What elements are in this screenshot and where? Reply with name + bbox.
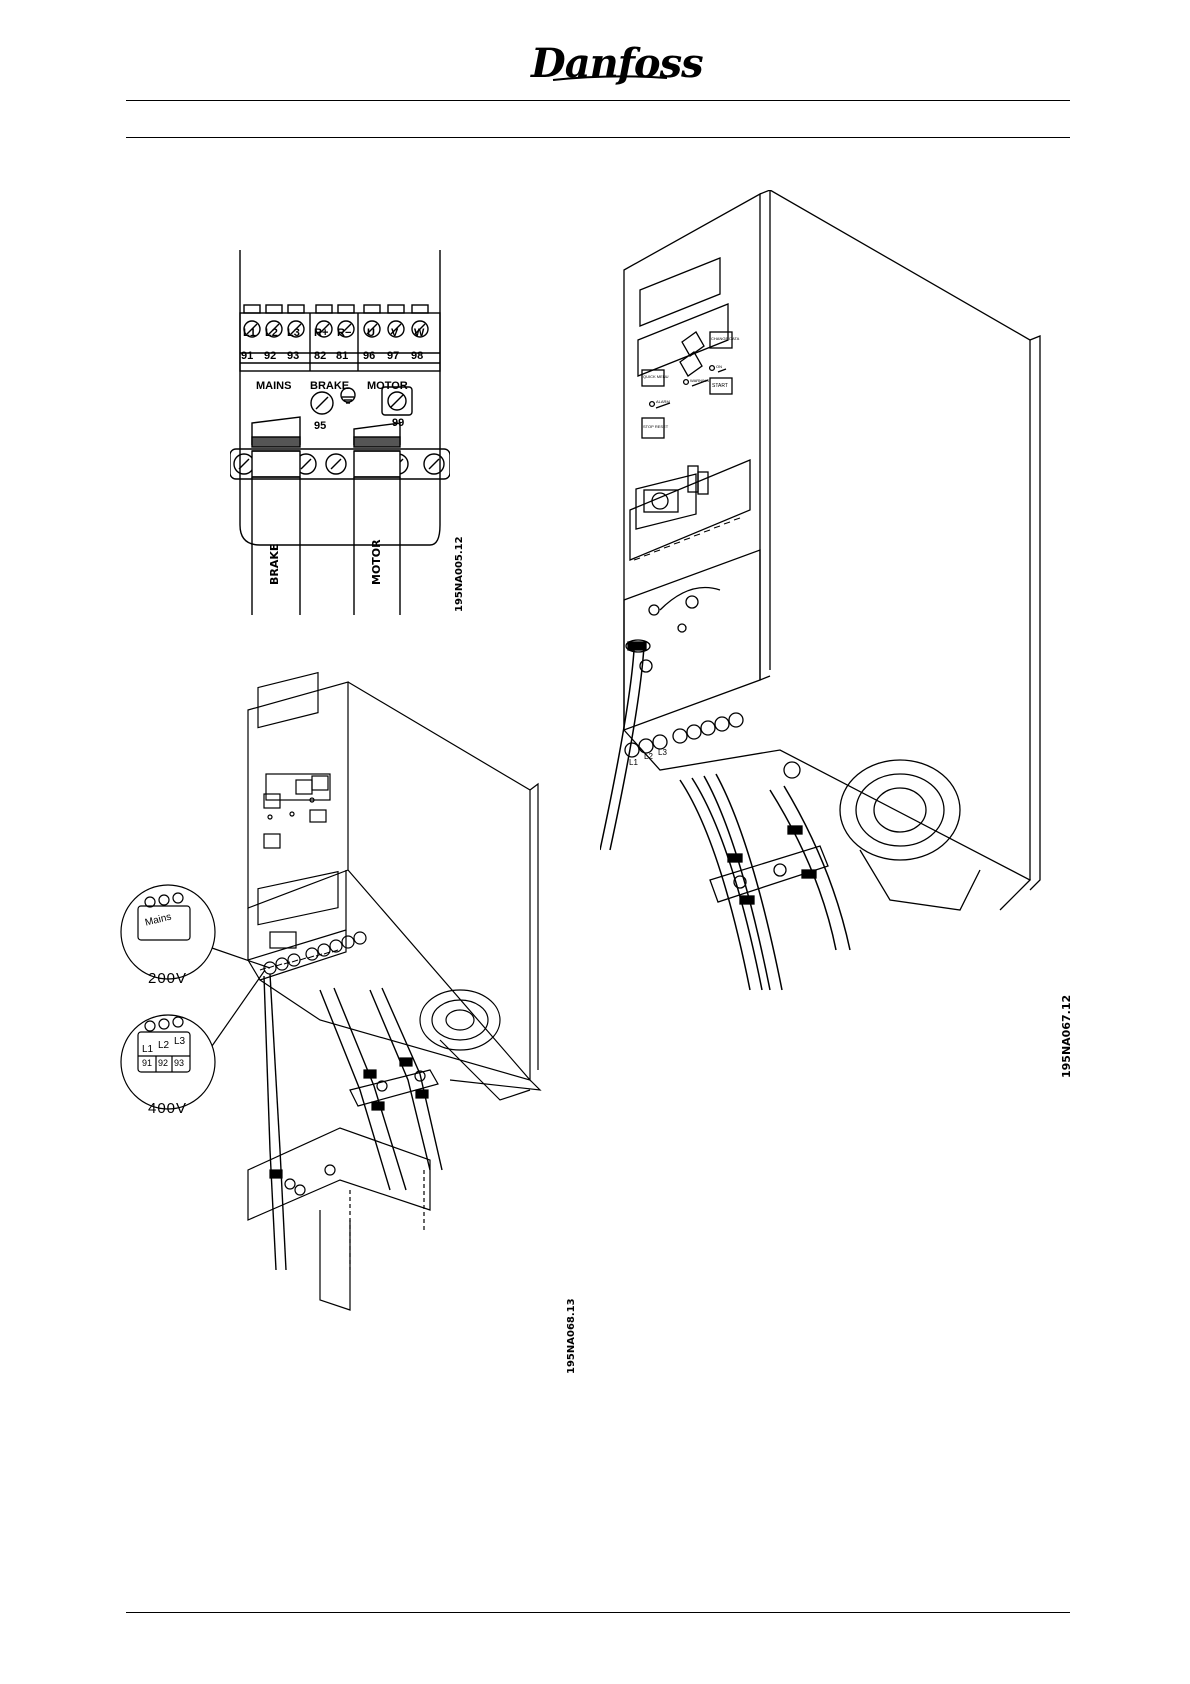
terminal-label: L2 [265, 327, 278, 339]
logo-swash-icon [551, 72, 671, 84]
inset-400v-number: 93 [174, 1058, 184, 1068]
mains-label: MAINS [256, 380, 291, 392]
terminal-label: W [414, 327, 424, 339]
drive-terminal-label: L1 [629, 758, 638, 767]
terminal-label: L1 [243, 327, 256, 339]
terminal-number: 96 [363, 350, 375, 362]
warning-led-label: WARNING [690, 378, 709, 383]
figure-code-195na067: 195NA067.12 [1060, 995, 1073, 1078]
terminal-label: R+ [314, 327, 328, 339]
terminal-labels-layer: L1 L2 L3 R+ R− U V W 91 92 93 82 81 96 9… [230, 245, 450, 625]
brake-label: BRAKE [310, 380, 349, 392]
terminal-number: 93 [287, 350, 299, 362]
header-rule-bottom [126, 137, 1070, 138]
terminal-label: V [391, 327, 398, 339]
terminal-number: 97 [387, 350, 399, 362]
inset-400v-voltage: 400V [148, 1100, 187, 1117]
terminal-number: 91 [241, 350, 253, 362]
terminal-number: 82 [314, 350, 326, 362]
drive-terminal-label: L3 [658, 748, 667, 757]
figure-code-195na068: 195NA068.13 [566, 1298, 577, 1374]
brake-cable-label: BRAKE [268, 544, 281, 585]
terminal-label: R− [337, 327, 351, 339]
alarm-led-label: ALARM [656, 399, 670, 404]
danfoss-logo: Danfoss [521, 38, 671, 86]
figure-code-195na005: 195NA005.12 [454, 536, 465, 612]
inset-400v-label: L1 [142, 1044, 153, 1055]
motor-cable-label: MOTOR [370, 539, 383, 585]
terminal-number: 81 [336, 350, 348, 362]
ground-number-95: 95 [314, 420, 326, 432]
start-key-label: START [712, 383, 728, 389]
motor-label: MOTOR [367, 380, 408, 392]
drive-large-labels-layer: QUICK MENU CHANGE DATA START STOP RESET … [600, 190, 1080, 1090]
header-rule-top [126, 100, 1070, 101]
inset-200v-voltage: 200V [148, 970, 187, 987]
terminal-label: L3 [287, 327, 300, 339]
ground-number-99: 99 [392, 417, 404, 429]
footer-rule [126, 1612, 1070, 1613]
quick-menu-key-label: QUICK MENU [643, 374, 669, 379]
terminal-label: U [367, 327, 375, 339]
change-data-key-label: CHANGE DATA [711, 336, 739, 341]
drive-illustration-small [120, 670, 580, 1380]
stop-reset-key-label: STOP RESET [643, 424, 668, 429]
terminal-number: 92 [264, 350, 276, 362]
inset-400v-label: L3 [174, 1036, 185, 1047]
inset-400v-label: L2 [158, 1040, 169, 1051]
drive-terminal-label: L2 [644, 752, 653, 761]
terminal-number: 98 [411, 350, 423, 362]
inset-400v-number: 92 [158, 1058, 168, 1068]
on-led-label: ON [716, 364, 722, 369]
inset-400v-number: 91 [142, 1058, 152, 1068]
